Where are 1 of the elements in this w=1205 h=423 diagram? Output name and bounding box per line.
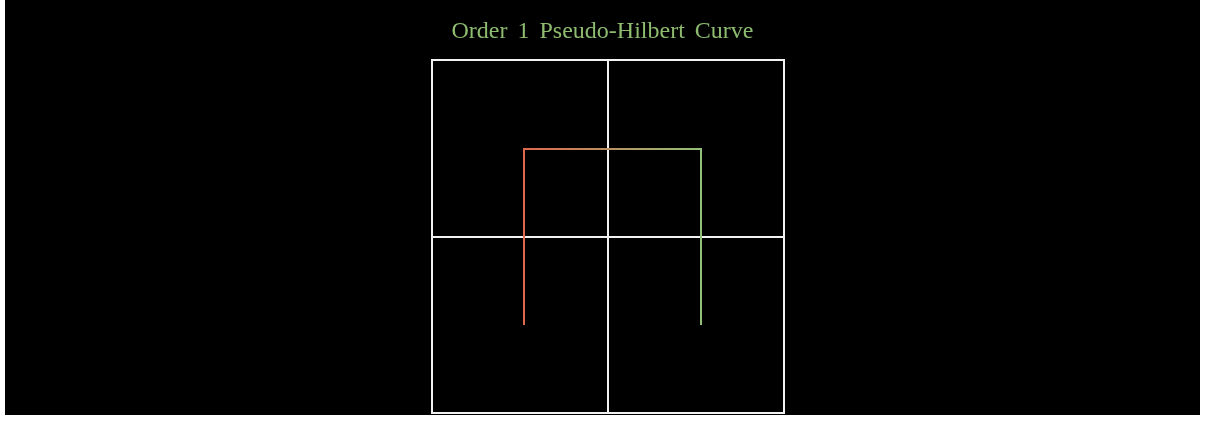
title: Order 1 Pseudo-Hilbert Curve: [450, 16, 755, 45]
